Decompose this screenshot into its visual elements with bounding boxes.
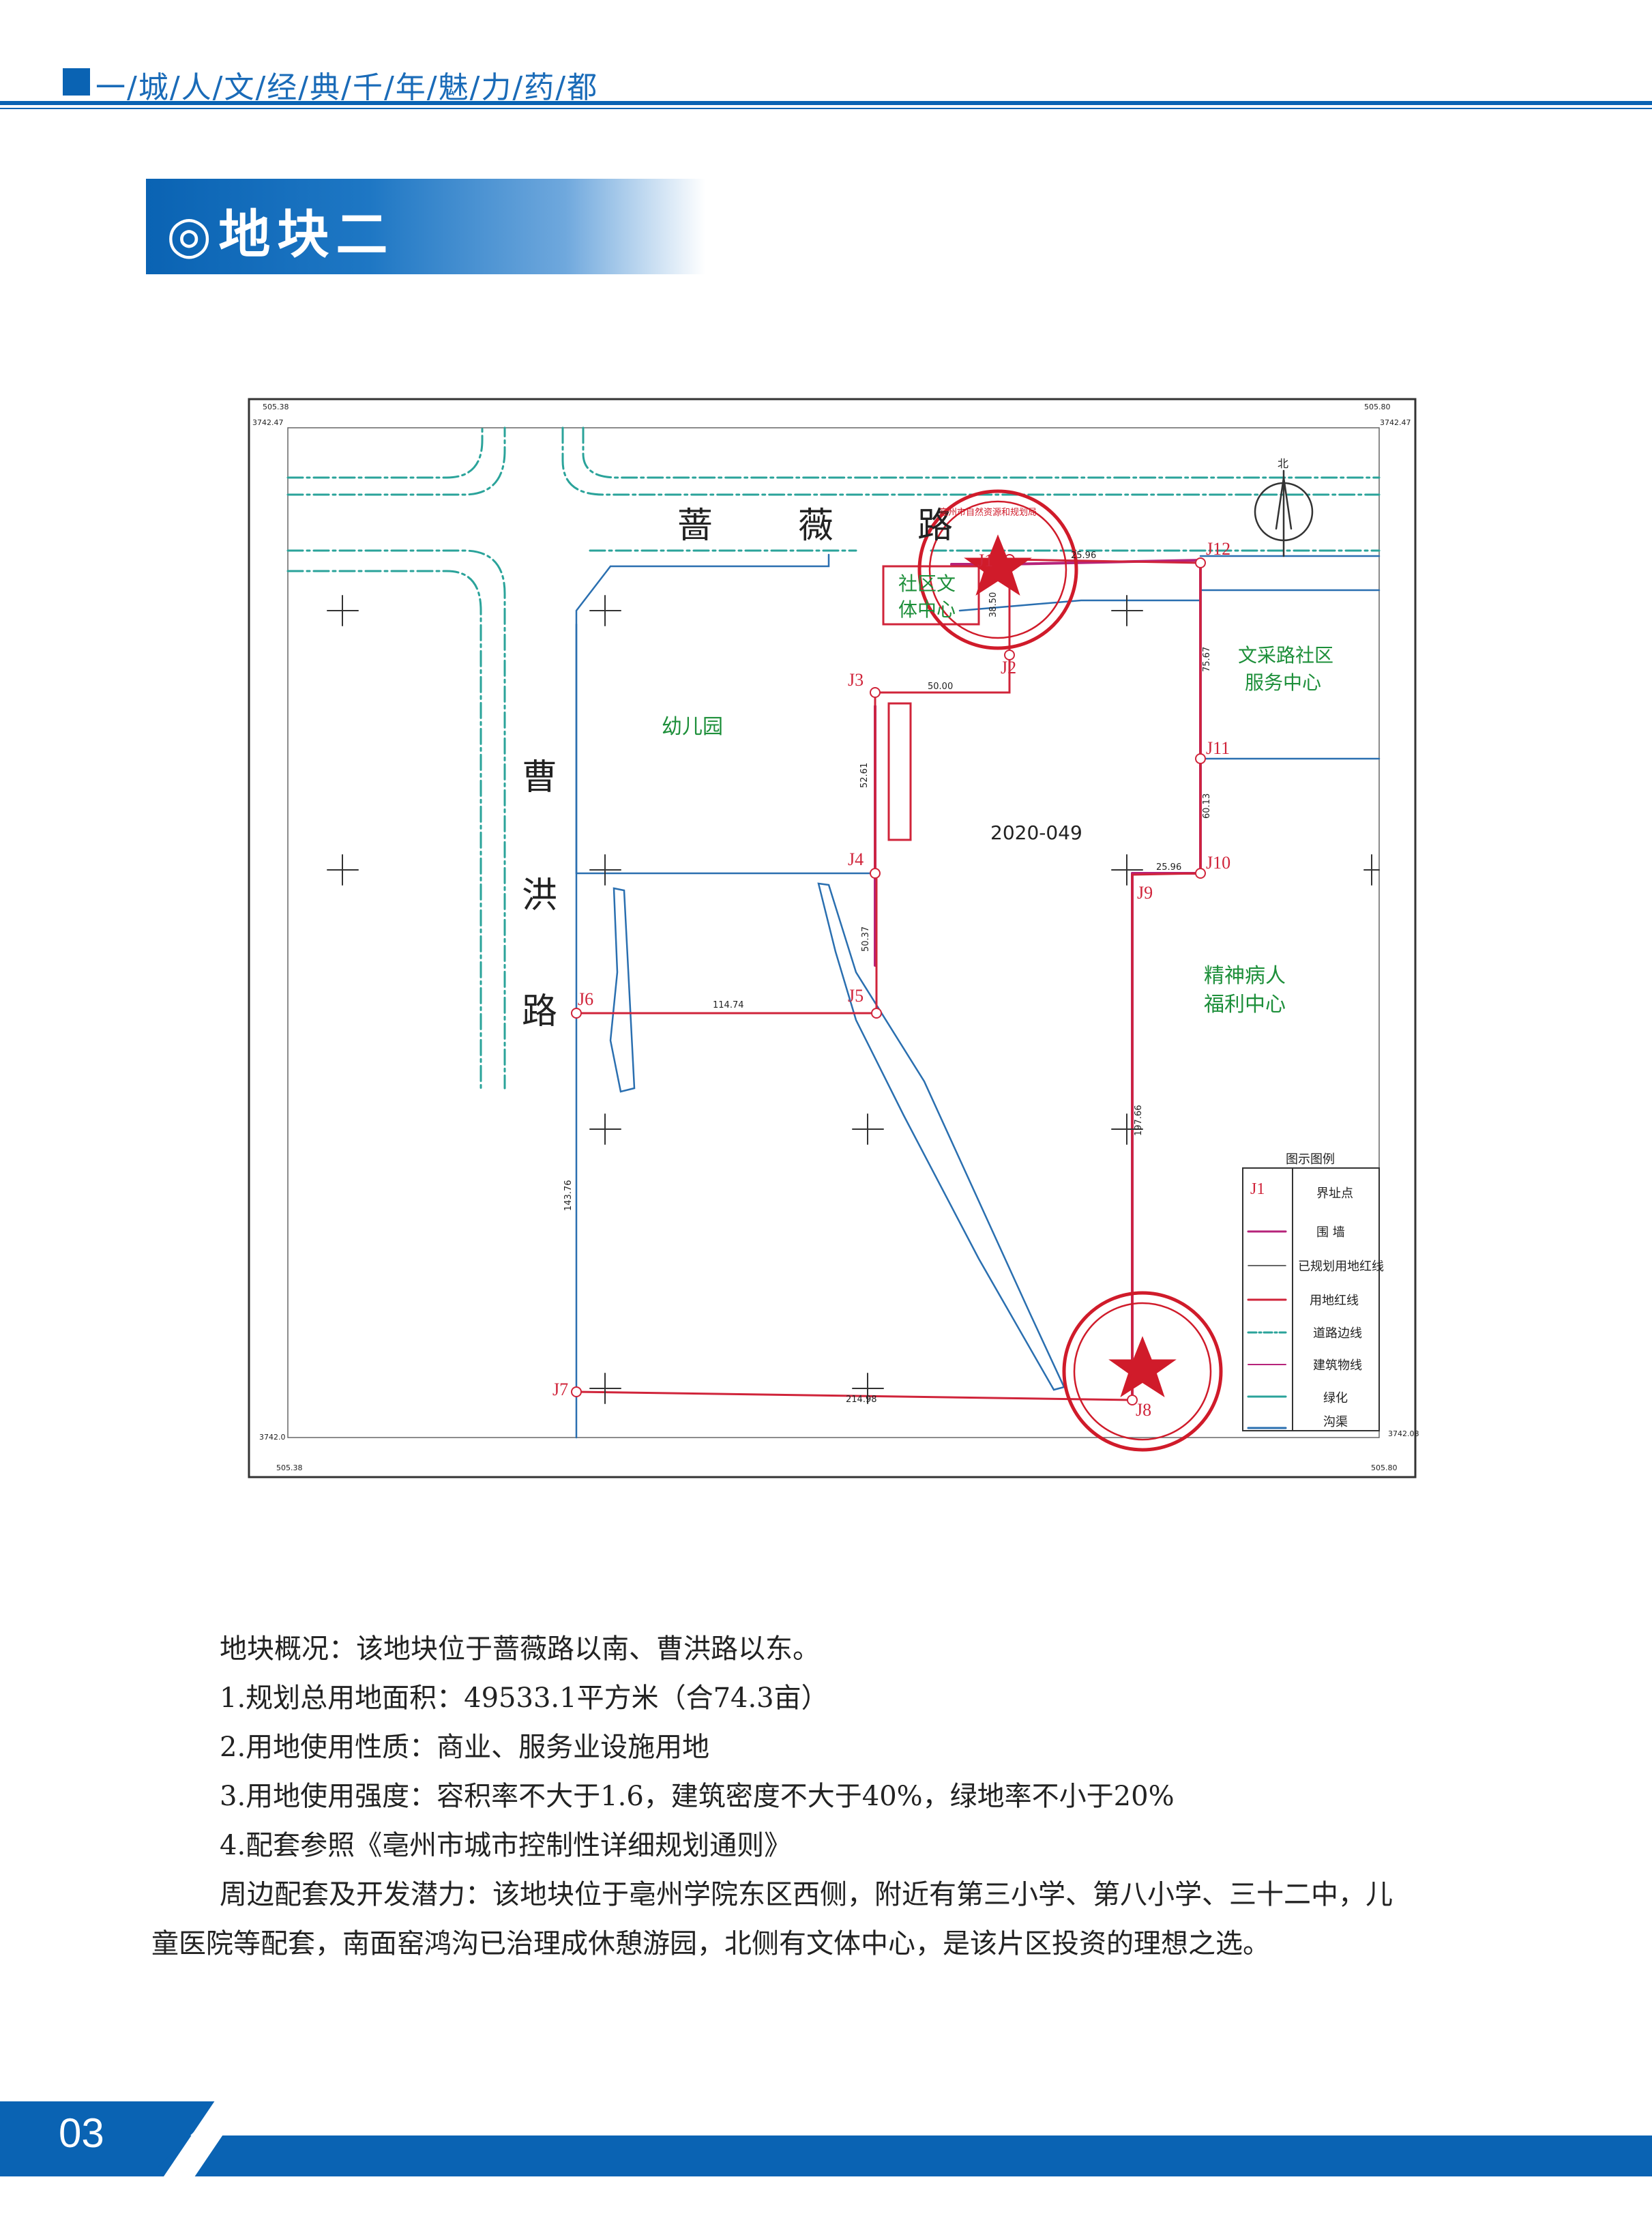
north-arrow-icon [1254, 469, 1314, 557]
point-label-j2: J2 [1001, 658, 1016, 677]
coord-tr-y: 3742.47 [1380, 418, 1411, 427]
dimension-labels: 25.96 38.50 50.00 52.61 50.37 114.74 143… [563, 551, 1212, 1405]
section-title-banner [146, 179, 705, 274]
point-label-j7: J7 [552, 1380, 568, 1399]
header-square-icon [63, 68, 90, 96]
dim-j6-j7: 143.76 [563, 1180, 574, 1212]
coord-bl-x: 505.38 [276, 1463, 303, 1472]
point-label-j11: J11 [1206, 738, 1230, 758]
legend-box [1242, 1167, 1380, 1431]
legend-item-1: 界址点 [1316, 1186, 1353, 1201]
map-outer-frame [248, 398, 1417, 1478]
legend-item-2: 围 墙 [1316, 1225, 1345, 1240]
coord-br-x: 505.80 [1371, 1463, 1398, 1472]
dim-j3-j4: 52.61 [859, 763, 870, 788]
plot-id: 2020-049 [990, 821, 1082, 844]
point-label-j3: J3 [848, 670, 864, 690]
page-number: 03 [59, 2110, 104, 2156]
road-label-north-2: 薇 [798, 506, 834, 546]
parcel-kindergarten: 幼儿园 [662, 715, 723, 739]
legend-item-8: 沟渠 [1323, 1415, 1348, 1429]
point-label-j6: J6 [578, 989, 593, 1009]
road-label-north-3: 路 [917, 506, 953, 546]
description-reference: 4.配套参照《亳州市城市控制性详细规划通则》 [220, 1830, 792, 1861]
parcel-community-center-1: 社区文 [898, 572, 956, 595]
description-intensity: 3.用地使用强度：容积率不大于1.6，建筑密度不大于40%，绿地率不小于20% [220, 1781, 1175, 1812]
description-surroundings: 周边配套及开发潜力：该地块位于亳州学院东区西侧，附近有第三小学、第八小学、三十二… [220, 1879, 1393, 1910]
footer-bar [0, 2135, 1652, 2176]
legend-item-3: 已规划用地红线 [1298, 1259, 1384, 1274]
description-overview: 地块概况：该地块位于蔷薇路以南、曹洪路以东。 [220, 1633, 820, 1665]
point-label-j10: J10 [1206, 853, 1230, 873]
legend-swatches [1247, 1230, 1287, 1429]
official-stamp-icon [917, 489, 1078, 650]
legend-item-6: 建筑物线 [1313, 1358, 1362, 1373]
coord-tl-x: 505.38 [263, 403, 289, 411]
dim-j12-j1: 25.96 [1071, 551, 1096, 561]
canal-and-boundary-lines [575, 553, 1381, 1439]
legend-item-5: 道路边线 [1313, 1326, 1362, 1341]
point-label-j9: J9 [1137, 883, 1153, 903]
header-rule [0, 101, 1652, 105]
coord-br-y: 3742.08 [1388, 1429, 1419, 1438]
community-center-box [882, 565, 980, 626]
dim-j3-j2: 50.00 [928, 682, 953, 692]
dim-j9-j10: 25.96 [1156, 862, 1181, 873]
dim-j11-j12: 75.67 [1202, 647, 1212, 672]
canal-diagonal [817, 882, 1065, 1391]
road-edges [286, 426, 1381, 1090]
parcel-service-center-1: 文采路社区 [1238, 644, 1333, 667]
description-area: 1.规划总用地面积：49533.1平方米（合74.3亩） [220, 1682, 829, 1714]
parcel-community-center-2: 体中心 [898, 598, 956, 621]
legend-title: 图示图例 [1286, 1152, 1335, 1167]
coordinate-labels: 505.38 3742.47 505.80 3742.47 3742.0 505… [252, 403, 1419, 1472]
road-label-west-2: 洪 [522, 875, 557, 916]
dim-j6-j5: 114.74 [713, 1000, 744, 1010]
legend-sym-j1: J1 [1250, 1180, 1265, 1198]
header-rule-thin [0, 108, 1652, 109]
description-surroundings-cont: 童医院等配套，南面窑鸿沟已治理成休憩游园，北侧有文体中心，是该片区投资的理想之选… [151, 1928, 1270, 1959]
dim-j10-j11: 60.13 [1202, 793, 1212, 819]
canal-west [609, 887, 636, 1093]
stamp-text: 亳州市自然资源和规划局 [939, 507, 1037, 518]
north-label: 北 [1278, 457, 1288, 470]
site-boundary [575, 558, 1202, 1401]
map-inner-frame [287, 427, 1380, 1438]
point-label-j1: J1 [977, 551, 993, 570]
legend-text: 图示图例 J1 界址点 围 墙 已规划用地红线 用地红线 道路边线 建筑物线 绿… [1250, 1152, 1384, 1429]
point-label-j12: J12 [1206, 539, 1230, 559]
dim-j7-j8: 214.98 [846, 1395, 877, 1405]
dim-j4-j5: 50.37 [861, 927, 871, 952]
parcel-service-center-2: 服务中心 [1245, 671, 1321, 694]
coord-tl-y: 3742.47 [252, 418, 284, 427]
legend-item-7: 绿化 [1323, 1391, 1348, 1405]
road-label-west-1: 曹 [522, 757, 557, 798]
section-title: ◎地块二 [166, 204, 395, 265]
road-label-north-1: 蔷 [677, 506, 713, 546]
header-text: 一/城/人/文/经/典/千/年/魅/力/药/都 [95, 70, 599, 105]
boundary-points [571, 554, 1206, 1405]
building-outline [887, 702, 912, 841]
point-label-j5: J5 [848, 986, 864, 1006]
dim-j1-j2: 38.50 [988, 592, 999, 617]
walls [874, 558, 1202, 1401]
official-stamp-icon-2 [1062, 1291, 1223, 1452]
road-label-west-3: 路 [522, 991, 557, 1032]
point-label-j8: J8 [1136, 1400, 1151, 1420]
site-plan-map: 蔷 薇 路 曹 洪 路 幼儿园 社区文 体中心 文采路社区 服务中心 精神病人 … [248, 398, 1419, 1478]
dim-j9-j8: 197.66 [1134, 1105, 1144, 1137]
coord-bl-y: 3742.0 [259, 1433, 286, 1442]
parcel-welfare-center-1: 精神病人 [1204, 964, 1286, 988]
coord-tr-x: 505.80 [1364, 403, 1391, 411]
parcel-welfare-center-2: 福利中心 [1204, 993, 1286, 1017]
point-label-j4: J4 [848, 849, 864, 869]
legend-item-4: 用地红线 [1310, 1294, 1359, 1308]
grid-crosshairs [327, 595, 1380, 1404]
description-use: 2.用地使用性质：商业、服务业设施用地 [220, 1732, 710, 1763]
